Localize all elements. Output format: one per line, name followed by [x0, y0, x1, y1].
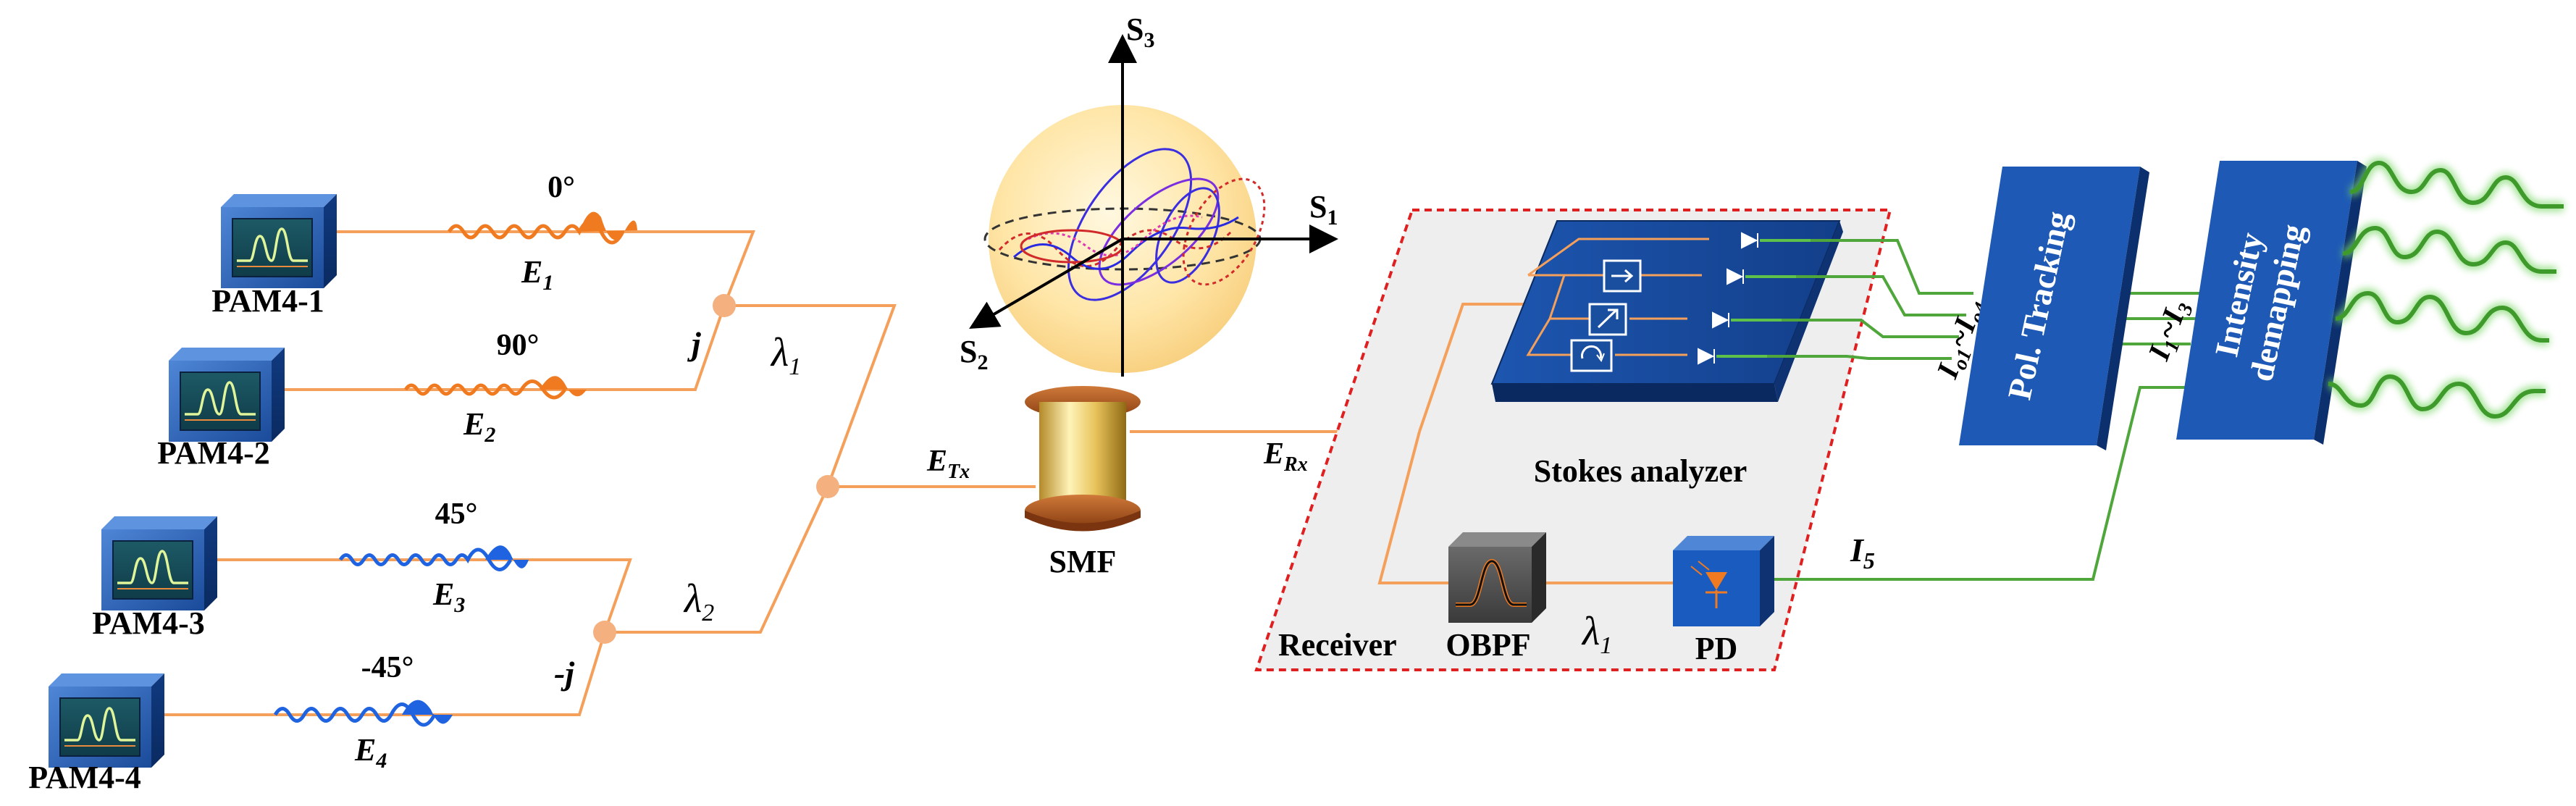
pam4-2-label: PAM4-2	[157, 435, 270, 471]
i5-label: I5	[1850, 532, 1875, 574]
pam4-4-transmitter: PAM4-4	[28, 672, 166, 795]
stokes-analyzer-label: Stokes analyzer	[1534, 453, 1748, 489]
field-e1: E1	[521, 254, 553, 295]
e-rx-label: ERx	[1263, 437, 1308, 476]
s3-label: S3	[1126, 12, 1154, 52]
angle-e2: 90°	[497, 329, 540, 362]
receiver-label: Receiver	[1278, 627, 1397, 663]
wave-e2	[403, 376, 587, 400]
coupler-lower	[593, 621, 616, 644]
coupler-upper	[713, 294, 736, 317]
angle-e3: 45°	[435, 498, 478, 531]
phase-minus-j: -j	[554, 655, 574, 692]
pol-tracking-block: Pol. Tracking	[1959, 167, 2149, 450]
pam4-4-label: PAM4-4	[28, 760, 141, 795]
field-e4: E4	[354, 732, 387, 773]
field-e3: E3	[432, 576, 465, 617]
lambda-2-label: λ2	[683, 576, 714, 626]
obpf-filter: OBPF	[1446, 532, 1546, 663]
pam4-2-transmitter: PAM4-2	[157, 346, 286, 471]
output-waveforms	[2327, 157, 2564, 422]
e-tx-label: ETx	[926, 445, 970, 483]
s1-label: S1	[1309, 189, 1338, 230]
obpf-label: OBPF	[1446, 627, 1530, 663]
smf-spool: SMF	[1025, 386, 1141, 579]
pam4-1-label: PAM4-1	[211, 283, 324, 319]
rx-lambda-label: λ1	[1581, 609, 1612, 659]
wave-e3	[338, 545, 529, 571]
poincare-sphere: S3 S1 S2	[960, 12, 1338, 377]
angle-e4: -45°	[361, 651, 414, 684]
pd-detector: PD	[1673, 536, 1774, 666]
pam4-3-label: PAM4-3	[92, 605, 205, 641]
lambda-1-label: λ1	[770, 330, 801, 380]
pd-label: PD	[1695, 631, 1738, 666]
s2-label: S2	[960, 334, 988, 374]
smf-label: SMF	[1049, 544, 1117, 579]
coupler-combiner	[816, 475, 839, 498]
angle-e1: 0°	[547, 171, 575, 204]
wave-e4	[273, 700, 453, 727]
phase-j: j	[687, 325, 701, 362]
intensity-demapping-block: Intensitydemapping	[2176, 161, 2367, 445]
pam4-3-transmitter: PAM4-3	[92, 515, 219, 641]
pam4-1-transmitter: PAM4-1	[211, 193, 338, 319]
wave-e1	[447, 211, 637, 245]
field-e2: E2	[463, 406, 495, 447]
